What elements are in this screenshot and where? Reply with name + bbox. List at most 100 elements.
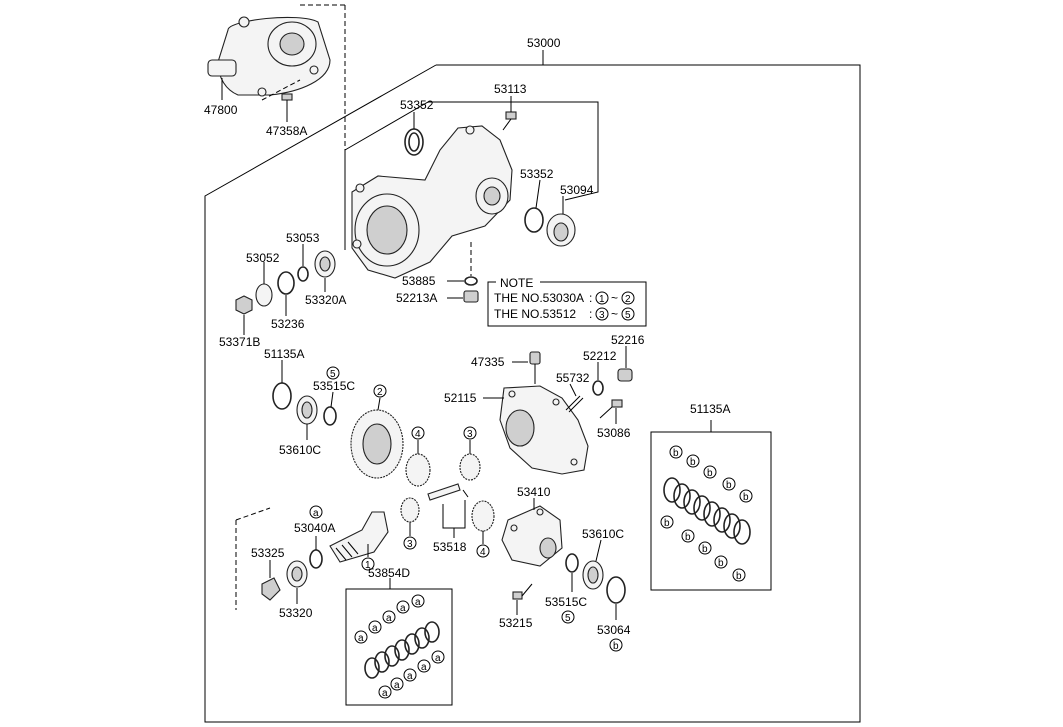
part-drive-pinion xyxy=(329,511,389,563)
label-55732: 55732 xyxy=(556,371,590,385)
label-53094: 53094 xyxy=(560,183,594,197)
part-53040A-spacer xyxy=(309,549,323,569)
dash-47800-bot xyxy=(261,79,301,101)
marker-3a: 3 xyxy=(467,429,473,440)
part-side-gear-4a xyxy=(405,453,431,487)
part-52212-gasket xyxy=(592,380,604,396)
note-line1-tilde: ~ xyxy=(611,291,618,305)
marker-3a-circle xyxy=(463,426,477,440)
label-52115: 52115 xyxy=(444,391,477,405)
note-line2-to: 5 xyxy=(625,310,631,321)
svg-text:b: b xyxy=(664,518,670,529)
part-53610C-bearing-bot-inner xyxy=(587,566,599,584)
part-53885-washer xyxy=(464,276,478,286)
svg-text:a: a xyxy=(435,653,441,664)
label-53325: 53325 xyxy=(251,546,285,560)
marker-5-bot-circle xyxy=(561,610,575,624)
part-ring-gear xyxy=(350,409,404,479)
svg-text:b: b xyxy=(743,492,749,503)
part-side-gear-4b xyxy=(471,500,495,532)
svg-text:a: a xyxy=(394,680,400,691)
note-line1-sep: : xyxy=(589,291,592,305)
label-53053: 53053 xyxy=(286,231,320,245)
part-53325-race xyxy=(261,577,281,601)
leader-55732 xyxy=(569,383,577,397)
marker-3b: 3 xyxy=(407,539,413,550)
part-47800-housing xyxy=(207,16,331,97)
part-53094-flange-hub xyxy=(553,222,569,242)
svg-text:b: b xyxy=(718,558,724,569)
leader-53610C-bot xyxy=(595,539,602,562)
svg-text:a: a xyxy=(415,597,421,608)
marker-4a: 4 xyxy=(415,429,421,440)
label-51135A-right: 51135A xyxy=(690,402,730,416)
assembly-label: 53000 xyxy=(527,36,561,50)
part-carrier-housing xyxy=(351,125,513,279)
label-53320A: 53320A xyxy=(305,293,346,307)
part-55732-stud xyxy=(565,395,584,413)
svg-text:a: a xyxy=(386,613,392,624)
svg-text:b: b xyxy=(690,457,696,468)
note-line1-to-marker xyxy=(621,291,635,305)
note-line2-tilde: ~ xyxy=(611,307,618,321)
part-53113-bolt xyxy=(502,111,517,131)
marker-1-circle xyxy=(361,557,375,571)
label-47358A: 47358A xyxy=(266,124,307,138)
shim-set-53854D-box xyxy=(345,588,453,706)
part-53236-spacer xyxy=(277,271,295,295)
label-53410: 53410 xyxy=(517,485,551,499)
note-line2-sep: : xyxy=(589,307,592,321)
label-53352-upper: 53352 xyxy=(400,98,434,112)
note-line1-part: THE NO.53030A xyxy=(494,291,584,305)
part-53320-bearing-inner xyxy=(291,566,303,582)
part-47358A-bolt xyxy=(281,93,293,112)
label-53236: 53236 xyxy=(271,317,305,331)
marker-5-bot: 5 xyxy=(565,613,571,624)
shim-set-53854D-rings xyxy=(364,621,440,679)
marker-2: 2 xyxy=(377,387,383,398)
label-53040A: 53040A xyxy=(294,521,335,535)
part-53352-seal-side xyxy=(524,207,544,233)
part-53410-diff-case xyxy=(501,505,563,567)
svg-text:a: a xyxy=(407,671,413,682)
svg-text:a: a xyxy=(400,603,406,614)
note-line1-from: 1 xyxy=(599,294,605,305)
label-53515C-bot: 53515C xyxy=(545,595,587,609)
svg-text:b: b xyxy=(673,448,679,459)
part-51135A-shim-top xyxy=(272,382,292,410)
svg-text:a: a xyxy=(372,623,378,634)
svg-text:b: b xyxy=(702,544,708,555)
shim-set-51135A-rings xyxy=(663,477,751,545)
marker-a-53040A: a xyxy=(313,508,319,519)
leader-53515C-top xyxy=(330,391,334,408)
label-52213A: 52213A xyxy=(396,291,437,305)
label-47335: 47335 xyxy=(471,355,505,369)
label-53215: 53215 xyxy=(499,616,533,630)
label-53320: 53320 xyxy=(279,606,313,620)
marker-4a-circle xyxy=(411,426,425,440)
note-line2-from: 3 xyxy=(599,310,605,321)
svg-text:b: b xyxy=(707,468,713,479)
shim-set-51135A-box xyxy=(650,431,772,591)
marker-1: 1 xyxy=(365,560,371,571)
assembly-frame xyxy=(204,64,861,723)
part-53371B-nut xyxy=(235,295,253,315)
label-53052: 53052 xyxy=(246,251,280,265)
marker-3b-circle xyxy=(403,536,417,550)
note-line2-from-marker xyxy=(595,307,609,321)
leader-53352-side xyxy=(535,179,541,209)
part-53053-oring xyxy=(297,266,309,282)
part-52216-plug xyxy=(617,368,633,382)
part-52213A-plug xyxy=(463,290,479,303)
svg-text:b: b xyxy=(736,571,742,582)
marker-4b: 4 xyxy=(480,547,486,558)
label-53086: 53086 xyxy=(597,426,631,440)
label-53518: 53518 xyxy=(433,540,467,554)
note-line1-to: 2 xyxy=(625,294,631,305)
part-52115-rear-cover xyxy=(499,385,589,475)
svg-text:b: b xyxy=(726,480,732,491)
label-53352-side: 53352 xyxy=(520,167,554,181)
leader-53518 xyxy=(442,500,466,529)
svg-text:a: a xyxy=(421,662,427,673)
